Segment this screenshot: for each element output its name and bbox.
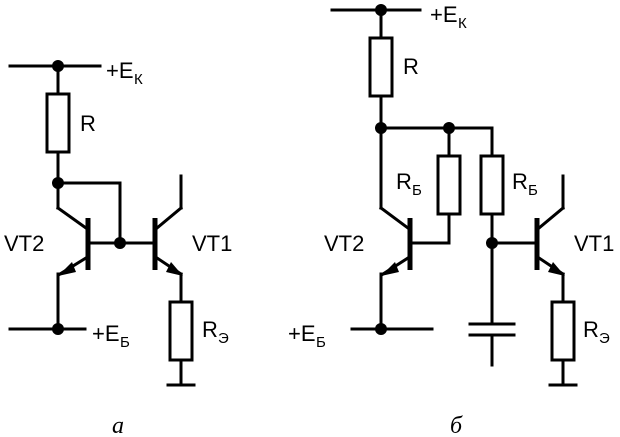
b-resistor-re-sub: Э	[599, 330, 610, 347]
a-vt1-collector-diag	[154, 205, 184, 231]
b-bias-sub: Б	[316, 334, 326, 351]
a-vt2-label: VT2	[4, 231, 44, 256]
circuit-a: +E К R VT2 VT1 R Э	[4, 58, 232, 437]
a-resistor-re	[168, 300, 194, 362]
b-resistor-r	[368, 36, 394, 98]
b-vt2-emitter-arrow	[381, 262, 399, 276]
b-resistor-rb1	[436, 154, 462, 216]
a-resistor-re-sub: Э	[218, 330, 229, 347]
b-resistor-re-label: R	[583, 317, 599, 342]
b-resistor-rb1-label: R	[396, 169, 412, 194]
b-vt1-emitter-arrow	[548, 262, 565, 276]
a-resistor-re-label: R	[202, 317, 218, 342]
a-supply-label: +E	[106, 58, 134, 83]
b-bias-junction	[375, 323, 387, 335]
b-supply-sub: К	[458, 15, 467, 32]
a-bias-label: +E	[92, 321, 120, 346]
a-resistor-r	[45, 92, 71, 154]
a-base-junction	[114, 237, 126, 249]
b-caption: б	[450, 413, 463, 437]
a-vt1-emitter-arrow	[166, 262, 183, 276]
a-vt2-collector-diag	[55, 205, 89, 231]
b-resistor-rb1-sub: Б	[412, 182, 422, 199]
b-resistor-rb2-label: R	[512, 169, 528, 194]
a-supply-sub: К	[134, 71, 143, 88]
b-vt2-collector-diag	[378, 205, 411, 231]
a-resistor-r-label: R	[80, 111, 96, 136]
circuit-b: +E К R R Б R Б VT2 +E	[288, 2, 614, 437]
b-resistor-rb2	[479, 154, 505, 216]
b-vt2-label: VT2	[324, 231, 364, 256]
a-caption: а	[112, 413, 124, 437]
b-vt1-label: VT1	[574, 231, 614, 256]
b-resistor-re	[550, 300, 576, 362]
b-bias-label: +E	[288, 321, 316, 346]
a-bias-sub: Б	[120, 334, 130, 351]
a-vt2-emitter-arrow	[58, 262, 76, 276]
a-vt1-label: VT1	[192, 231, 232, 256]
b-vt1-collector-diag	[536, 205, 566, 231]
a-bias-junction	[52, 323, 64, 335]
b-supply-label: +E	[430, 2, 458, 27]
b-resistor-rb2-sub: Б	[528, 182, 538, 199]
b-resistor-r-label: R	[403, 54, 419, 79]
